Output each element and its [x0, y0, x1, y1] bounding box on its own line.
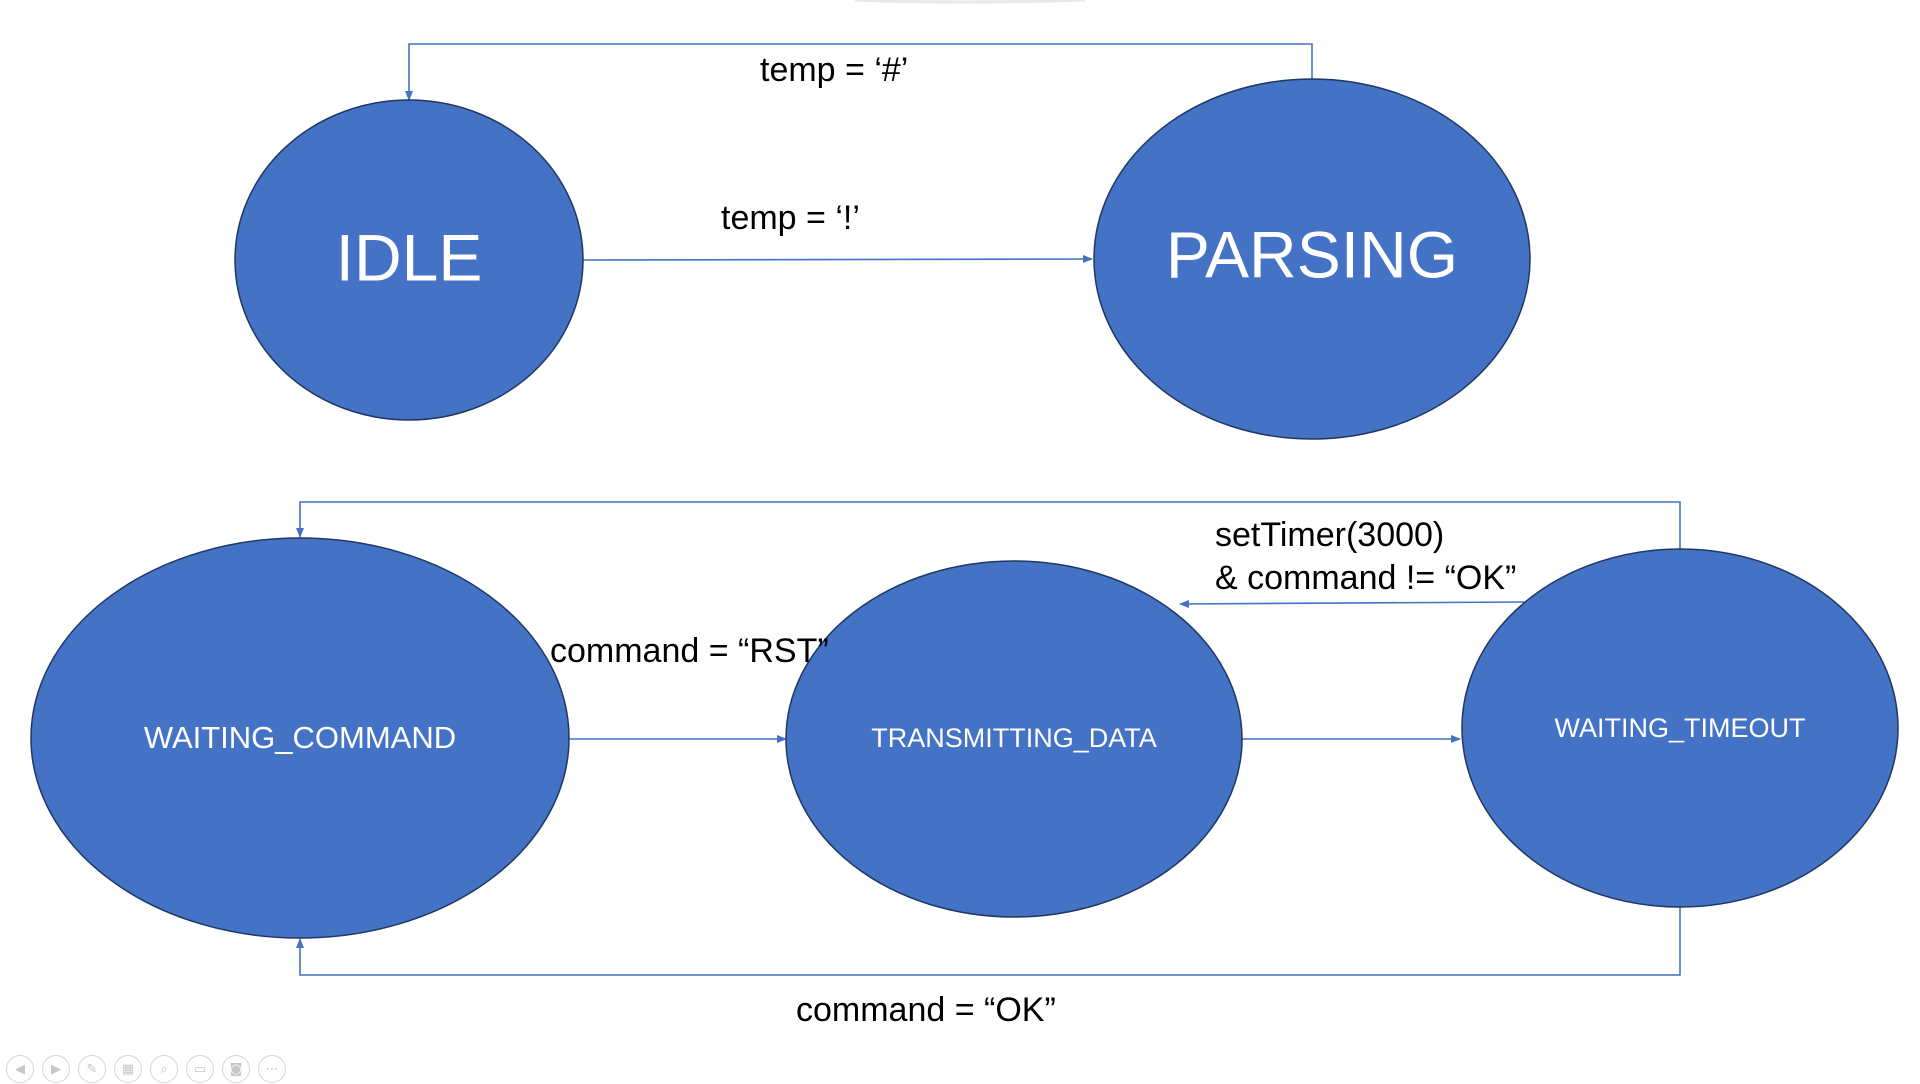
zoom-icon[interactable]: ⌕ [150, 1055, 178, 1083]
subtitles-icon[interactable]: ▭ [186, 1055, 214, 1083]
state-waiting-timeout-label: WAITING_TIMEOUT [1555, 713, 1806, 743]
state-transmitting-data: TRANSMITTING_DATA [785, 560, 1243, 918]
slideshow-toolbar: ◀ ▶ ✎ ▦ ⌕ ▭ ◙ ⋯ [6, 1054, 286, 1084]
state-parsing: PARSING [1093, 78, 1531, 440]
previous-slide-icon[interactable]: ◀ [6, 1055, 34, 1083]
top-edge-shadow [854, 0, 1086, 4]
state-idle: IDLE [234, 99, 584, 421]
arrow-idle-to-parsing [581, 255, 1093, 264]
state-waiting-command-node [30, 537, 570, 939]
state-idle-label: IDLE [336, 220, 483, 294]
camera-icon[interactable]: ◙ [222, 1055, 250, 1083]
state-waiting-command-label: WAITING_COMMAND [144, 720, 456, 755]
state-parsing-label: PARSING [1166, 217, 1458, 291]
state-idle-node [234, 99, 584, 421]
state-waiting-command: WAITING_COMMAND [30, 537, 570, 939]
more-options-icon[interactable]: ⋯ [258, 1055, 286, 1083]
arrow-parsing-to-idle [405, 43, 1313, 101]
label-idle-to-parsing: temp = ‘!’ [721, 199, 860, 237]
see-all-slides-icon[interactable]: ▦ [114, 1055, 142, 1083]
label-waiting-to-transmitting: command = “RST” [550, 632, 829, 670]
state-transmitting-data-node [785, 560, 1243, 918]
label-timeout-to-transmitting-line2: & command != “OK” [1215, 559, 1516, 597]
next-slide-icon[interactable]: ▶ [42, 1055, 70, 1083]
label-timeout-to-transmitting-line1: setTimer(3000) [1215, 516, 1444, 554]
arrow-timeout-to-transmitting [1179, 599, 1525, 608]
state-transmitting-data-label: TRANSMITTING_DATA [871, 723, 1157, 753]
arrow-timeout-to-waiting-ok [296, 907, 1681, 976]
pen-icon[interactable]: ✎ [78, 1055, 106, 1083]
arrow-timeout-to-waiting-top [296, 501, 1681, 549]
label-parsing-to-idle: temp = ‘#’ [760, 51, 908, 89]
label-timeout-to-waiting-ok: command = “OK” [796, 991, 1056, 1029]
state-waiting-timeout-node [1461, 548, 1899, 908]
state-waiting-timeout: WAITING_TIMEOUT [1461, 548, 1899, 908]
state-parsing-node [1093, 78, 1531, 440]
